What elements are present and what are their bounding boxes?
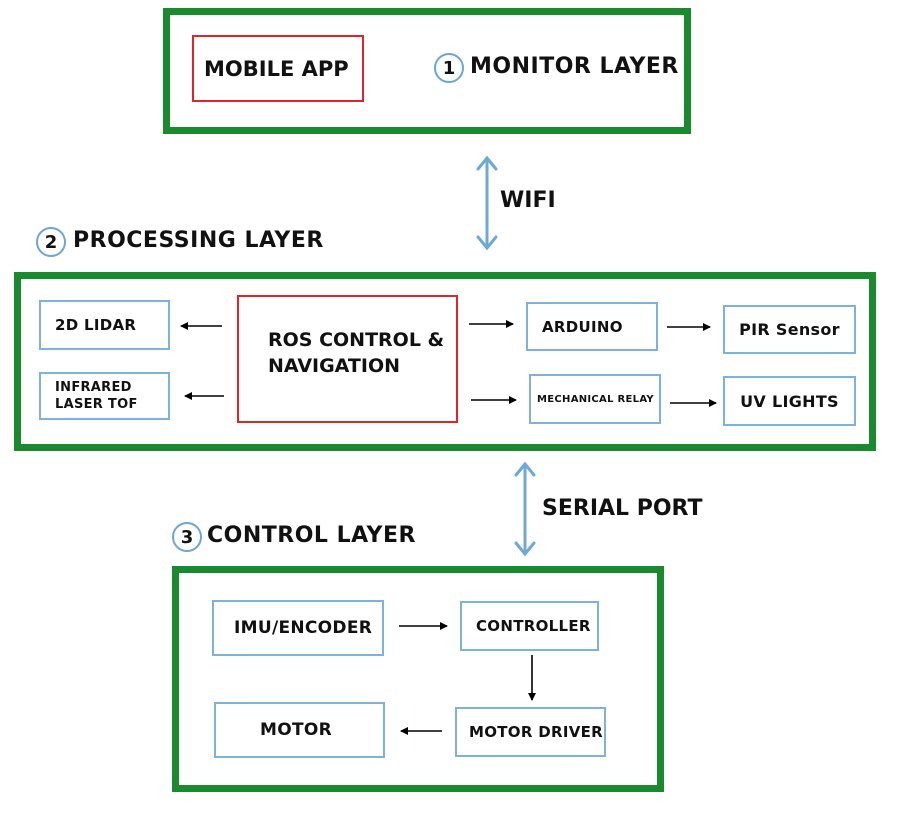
motor-driver-box: MOTOR DRIVER [455, 707, 606, 757]
control-layer-title: CONTROL LAYER [207, 523, 416, 548]
ros-control-box: ROS CONTROL & NAVIGATION [237, 295, 458, 423]
imu-encoder-box: IMU/ENCODER [212, 600, 384, 656]
infrared-label-line2: LASER TOF [55, 397, 138, 412]
lidar-box: 2D LIDAR [39, 300, 170, 350]
uv-lights-box: UV LIGHTS [723, 376, 856, 426]
mobile-app-box: MOBILE APP [192, 35, 364, 102]
processing-layer-number: 2 [36, 227, 66, 257]
controller-box: CONTROLLER [460, 601, 599, 651]
monitor-layer-number: 1 [434, 53, 464, 83]
infrared-box: INFRARED LASER TOF [39, 372, 170, 420]
controller-label: CONTROLLER [476, 617, 591, 635]
control-layer-number: 3 [172, 522, 202, 552]
uv-lights-label: UV LIGHTS [740, 391, 839, 411]
processing-layer-title: PROCESSING LAYER [73, 228, 324, 253]
motor-label: MOTOR [260, 720, 333, 740]
relay-box: MECHANICAL RELAY [529, 374, 661, 424]
motor-box: MOTOR [214, 702, 385, 758]
relay-label: MECHANICAL RELAY [537, 393, 654, 405]
ros-label-line1: ROS CONTROL & [268, 329, 445, 351]
wifi-label: WIFI [500, 188, 556, 213]
mobile-app-label: MOBILE APP [204, 56, 349, 81]
serial-link-arrow [514, 461, 536, 557]
lidar-label: 2D LIDAR [55, 316, 137, 334]
infrared-label-line1: INFRARED [55, 380, 132, 395]
pir-sensor-label: PIR Sensor [739, 320, 840, 339]
motor-driver-label: MOTOR DRIVER [469, 723, 604, 741]
monitor-layer-title: MONITOR LAYER [470, 54, 679, 79]
pir-sensor-box: PIR Sensor [723, 305, 856, 354]
serial-port-label: SERIAL PORT [542, 496, 703, 521]
ros-label-line2: NAVIGATION [268, 355, 400, 377]
imu-encoder-label: IMU/ENCODER [234, 618, 373, 638]
arduino-label: ARDUINO [542, 317, 623, 336]
arduino-box: ARDUINO [526, 302, 658, 351]
wifi-link-arrow [476, 155, 498, 251]
